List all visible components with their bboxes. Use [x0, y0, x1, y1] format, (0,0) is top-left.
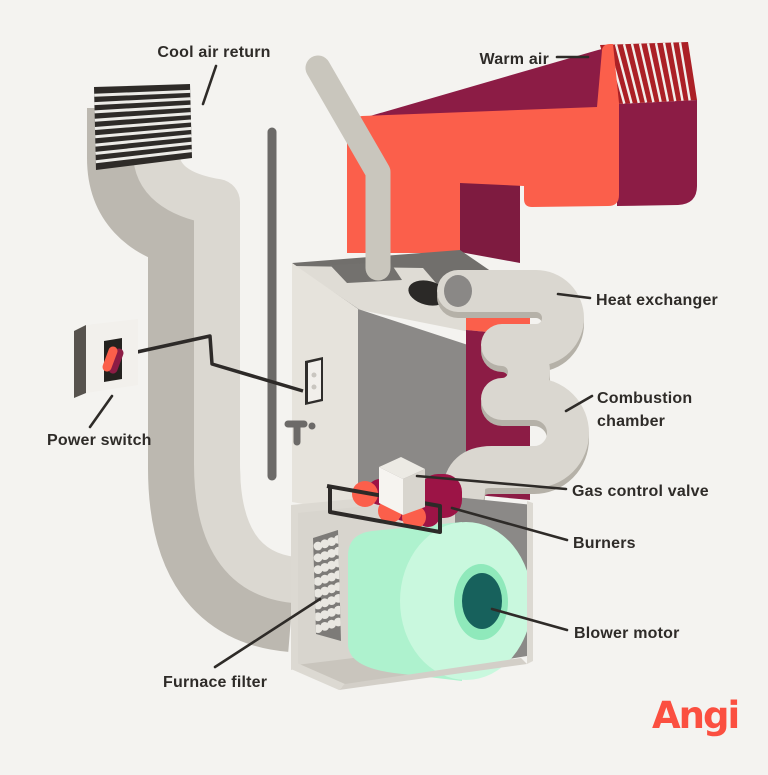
- label-power-switch: Power switch: [47, 432, 152, 449]
- furnace-filter-panel: [313, 530, 341, 641]
- leader-blower-motor: [490, 607, 569, 632]
- leader-furnace-filter: [213, 597, 322, 669]
- warm-duct-inner-shadow: [460, 183, 520, 263]
- leader-cool-air-return: [201, 64, 218, 106]
- label-gas-control-valve: Gas control valve: [572, 483, 709, 500]
- switch-toggle-shadow: [108, 348, 124, 374]
- label-combustion-chamber: Combustion chamber: [597, 390, 693, 430]
- power-wire: [136, 334, 304, 393]
- warm-air-vent: [600, 42, 697, 104]
- label-cool-air-return: Cool air return: [157, 44, 271, 61]
- leader-gas-control-valve: [415, 474, 568, 491]
- switch-toggle: [102, 346, 118, 372]
- leader-combustion-chamber: [564, 394, 594, 413]
- label-heat-exchanger: Heat exchanger: [596, 292, 718, 309]
- blower-motor-hub: [462, 573, 502, 629]
- power-switch: [74, 319, 138, 398]
- blower-box: [291, 489, 533, 690]
- leader-burners: [450, 506, 569, 542]
- warm-duct-side-face: [617, 100, 697, 206]
- leader-heat-exchanger: [556, 292, 592, 300]
- warm-duct-top-face: [370, 46, 619, 116]
- leader-power-switch: [88, 394, 114, 429]
- flue-pipe: [305, 55, 391, 281]
- ignition-panel: [305, 357, 323, 405]
- leader-lines: [88, 55, 594, 669]
- warm-duct-front-face: [347, 44, 619, 253]
- label-furnace-filter: Furnace filter: [163, 674, 268, 691]
- blower-wheel: [348, 522, 532, 681]
- warm-air-duct: [347, 42, 697, 263]
- angi-logo: Angi: [652, 694, 740, 737]
- label-burners: Burners: [573, 535, 636, 552]
- cool-air-return-duct: [87, 104, 298, 652]
- cool-air-return-vent: [94, 84, 192, 170]
- cabinet-left-face: [292, 263, 358, 514]
- heat-exchanger-coil: [437, 270, 589, 519]
- label-warm-air: Warm air: [479, 51, 549, 68]
- coil-end-cap: [444, 275, 472, 307]
- label-blower-motor: Blower motor: [574, 625, 680, 642]
- gas-elbow-pipe: [284, 420, 316, 446]
- gas-control-valve: [379, 457, 425, 515]
